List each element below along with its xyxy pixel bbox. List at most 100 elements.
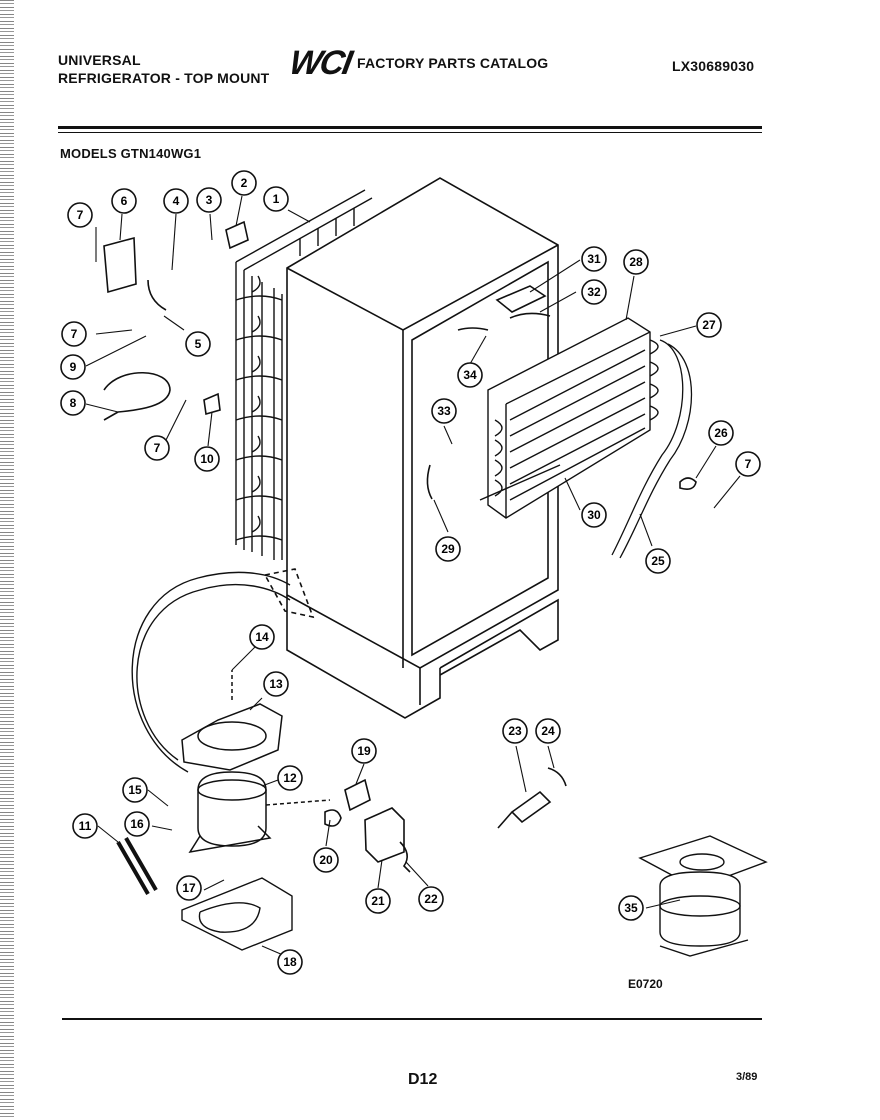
- callout-label: 14: [255, 630, 269, 644]
- callout-label: 26: [714, 426, 728, 440]
- catalog-number: LX30689030: [672, 58, 755, 74]
- callout-label: 8: [70, 396, 77, 410]
- callout-label: 12: [283, 771, 297, 785]
- callout-label: 17: [182, 881, 196, 895]
- callout-17: 17: [176, 875, 202, 901]
- callout-31: 31: [581, 246, 607, 272]
- callout-label: 7: [154, 441, 161, 455]
- callout-22: 22: [418, 886, 444, 912]
- callout-label: 29: [441, 542, 455, 556]
- callout-15: 15: [122, 777, 148, 803]
- tube-29: [426, 464, 433, 500]
- callout-label: 7: [77, 208, 84, 222]
- callout-label: 32: [587, 285, 601, 299]
- callout-13: 13: [263, 671, 289, 697]
- callout-label: 10: [200, 452, 214, 466]
- callout-label: 22: [424, 892, 438, 906]
- drier: [116, 837, 158, 895]
- header-rule-top: [58, 126, 762, 129]
- callout-12: 12: [277, 765, 303, 791]
- callout-label: 21: [371, 894, 385, 908]
- cabinet-drawing: [286, 177, 559, 719]
- callout-32: 32: [581, 279, 607, 305]
- part-26: [679, 477, 697, 490]
- callout-label: 2: [241, 176, 248, 190]
- clip-22: [399, 841, 411, 873]
- callout-label: 3: [206, 193, 213, 207]
- compressor-inset: [638, 835, 768, 957]
- callout-20: 20: [313, 847, 339, 873]
- heater: [497, 790, 552, 829]
- callout-label: 9: [70, 360, 77, 374]
- capillary-tube: [611, 339, 693, 559]
- header-rule-bottom: [58, 132, 762, 133]
- callout-label: 19: [357, 744, 371, 758]
- callout-label: 20: [319, 853, 333, 867]
- callout-23: 23: [502, 718, 528, 744]
- callout-26: 26: [708, 420, 734, 446]
- callout-35: 35: [618, 895, 644, 921]
- wire-24: [547, 767, 567, 787]
- callout-16: 16: [124, 811, 150, 837]
- callout-label: 28: [629, 255, 643, 269]
- callout-9: 9: [60, 354, 86, 380]
- brand-line1: UNIVERSAL: [58, 52, 141, 68]
- callout-label: 18: [283, 955, 297, 969]
- cord-34: [457, 327, 489, 331]
- callout-28: 28: [623, 249, 649, 275]
- callout-label: 25: [651, 554, 665, 568]
- callout-33: 33: [431, 398, 457, 424]
- callout-21: 21: [365, 888, 391, 914]
- callout-label: 23: [508, 724, 522, 738]
- overload: [324, 809, 342, 827]
- callout-18: 18: [277, 949, 303, 975]
- callout-label: 30: [587, 508, 601, 522]
- callout-label: 16: [130, 817, 144, 831]
- callout-label: 7: [71, 327, 78, 341]
- scan-edge: [0, 0, 14, 1120]
- callout-34: 34: [457, 362, 483, 388]
- terminal-2: [225, 220, 249, 250]
- bracket-32: [509, 312, 551, 319]
- part-10: [203, 392, 221, 416]
- footer-date: 3/89: [736, 1071, 758, 1083]
- callout-label: 13: [269, 677, 283, 691]
- callout-label: 31: [587, 252, 601, 266]
- callout-25: 25: [645, 548, 671, 574]
- compressor-drawing: [181, 670, 331, 854]
- callout-4: 4: [163, 188, 189, 214]
- brand-line2: REFRIGERATOR - TOP MOUNT: [58, 70, 270, 86]
- callout-2: 2: [231, 170, 257, 196]
- callout-label: 6: [121, 194, 128, 208]
- callout-7d: 7: [735, 451, 761, 477]
- callout-7b: 7: [61, 321, 87, 347]
- callout-label: 34: [463, 368, 477, 382]
- footer-rule: [62, 1018, 762, 1020]
- callout-3: 3: [196, 187, 222, 213]
- drawing-code: E0720: [628, 977, 663, 991]
- relay: [344, 778, 371, 812]
- bracket-31: [495, 285, 547, 313]
- evaporator-drawing: [479, 317, 659, 519]
- condenser-coil: [235, 189, 373, 560]
- callout-14: 14: [249, 624, 275, 650]
- bracket-6: [103, 236, 137, 294]
- callout-6: 6: [111, 188, 137, 214]
- callout-label: 4: [173, 194, 180, 208]
- callout-label: 27: [702, 318, 716, 332]
- callout-label: 24: [541, 724, 555, 738]
- page-code: D12: [408, 1071, 438, 1088]
- models-label: MODELS GTN140WG1: [60, 146, 202, 161]
- callout-label: 35: [624, 901, 638, 915]
- leader-lines: [85, 195, 741, 959]
- callout-29: 29: [435, 536, 461, 562]
- catalog-title: FACTORY PARTS CATALOG: [357, 55, 549, 71]
- capacitor: [364, 807, 405, 863]
- callout-8: 8: [60, 390, 86, 416]
- callout-label: 7: [745, 457, 752, 471]
- callout-11: 11: [72, 813, 98, 839]
- callout-30: 30: [581, 502, 607, 528]
- callout-1: 1: [263, 186, 289, 212]
- callout-label: 15: [128, 783, 142, 797]
